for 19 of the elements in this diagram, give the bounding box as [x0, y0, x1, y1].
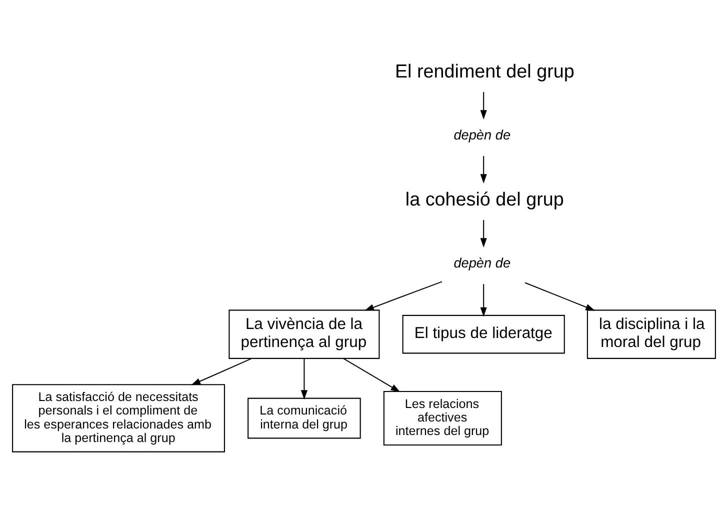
arrow [480, 156, 487, 184]
node-box: la disciplina i la moral del grup [586, 310, 716, 359]
node-text: depèn de [454, 256, 511, 271]
node-box: El tipus de lideratge [402, 314, 565, 354]
node-text: la cohesió del grup [405, 190, 564, 211]
node-text: depèn de [454, 128, 511, 143]
arrow [480, 284, 487, 317]
arrow [343, 358, 400, 392]
arrow [480, 92, 487, 120]
arrow [364, 281, 442, 311]
arrow [300, 358, 308, 400]
arrow [191, 358, 252, 386]
arrow [524, 282, 596, 311]
node-box: La comunicació interna del grup [248, 398, 361, 439]
node-text: El rendiment del grup [394, 62, 574, 83]
arrow [480, 220, 487, 248]
node-box: La vivència de la pertinença al grup [228, 310, 380, 359]
node-box: La satisfacció de necessitats personals i el compliment de les esperances relacionades amb la pertinença al grup [12, 384, 225, 452]
node-box: Les relacions afectives internes del grup [383, 390, 502, 446]
